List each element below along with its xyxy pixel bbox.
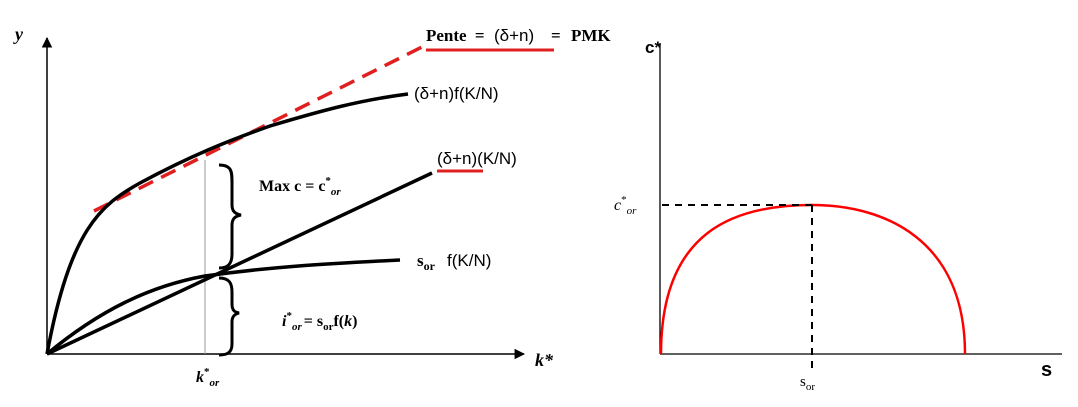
max-c-label: Max c = c*or — [259, 175, 341, 198]
left-diagram: y k* Pente = (δ+n) = PMK ( — [13, 24, 611, 389]
inv-sub2: or — [323, 321, 334, 333]
k-star-k: k — [196, 369, 204, 386]
max-c-sup: * — [325, 175, 331, 187]
svg-text:sor: sor — [417, 251, 436, 273]
inv-sub: or — [292, 321, 303, 333]
pente-word: Pente — [426, 26, 467, 45]
pmk-word: PMK — [571, 26, 611, 45]
max-c-brace — [218, 163, 242, 270]
saving-s: s — [417, 251, 424, 270]
inv-rest: f( — [333, 313, 344, 330]
s-or-sub: or — [806, 381, 816, 393]
saving-rest: f(K/N) — [447, 251, 491, 270]
max-c-prefix: Max c = c — [259, 178, 325, 195]
investment-label: i*or= sorf(k) — [282, 310, 357, 333]
c-star-sup: * — [621, 194, 627, 206]
k-star-sup: * — [204, 366, 210, 378]
c-star-sub: or — [627, 205, 638, 217]
inv-sup: * — [286, 310, 292, 322]
svg-text:Pente =: Pente = — [426, 26, 485, 45]
output-curve-label: (δ+n)f(K/N) — [414, 84, 499, 103]
max-c-sub: or — [331, 186, 342, 198]
inv-k: k — [344, 313, 352, 330]
pente-eq2: = — [551, 26, 561, 45]
inv-mid: = s — [304, 313, 323, 330]
inv-i: i — [282, 313, 287, 330]
depreciation-line — [46, 171, 433, 356]
s-or-s: s — [800, 374, 806, 390]
saving-curve-label: sor f(K/N) — [417, 251, 491, 273]
k-star-label: k*or — [196, 366, 220, 389]
output-curve — [45, 92, 409, 355]
left-x-label: k* — [535, 350, 554, 370]
svg-text:= PMK: = PMK — [551, 26, 611, 45]
inv-close: ) — [352, 313, 357, 330]
pente-eq: = — [475, 26, 485, 45]
slope-label: Pente = (δ+n) = PMK — [426, 26, 611, 52]
pente-delta-n: (δ+n) — [494, 26, 534, 45]
s-or-label: sor — [800, 374, 815, 393]
right-y-label: c* — [645, 38, 661, 57]
left-y-label: y — [13, 24, 24, 44]
right-diagram: c* s c*or sor — [614, 38, 1062, 393]
consumption-curve — [659, 203, 967, 355]
saving-curve — [45, 258, 401, 356]
saving-sub: or — [424, 259, 436, 273]
k-star-sub: or — [210, 377, 221, 389]
investment-brace — [218, 276, 240, 357]
c-star-label: c*or — [614, 194, 637, 217]
c-star-c: c — [614, 197, 621, 214]
depreciation-line-label: (δ+n)(K/N) — [437, 149, 517, 168]
right-x-label: s — [1041, 359, 1052, 381]
